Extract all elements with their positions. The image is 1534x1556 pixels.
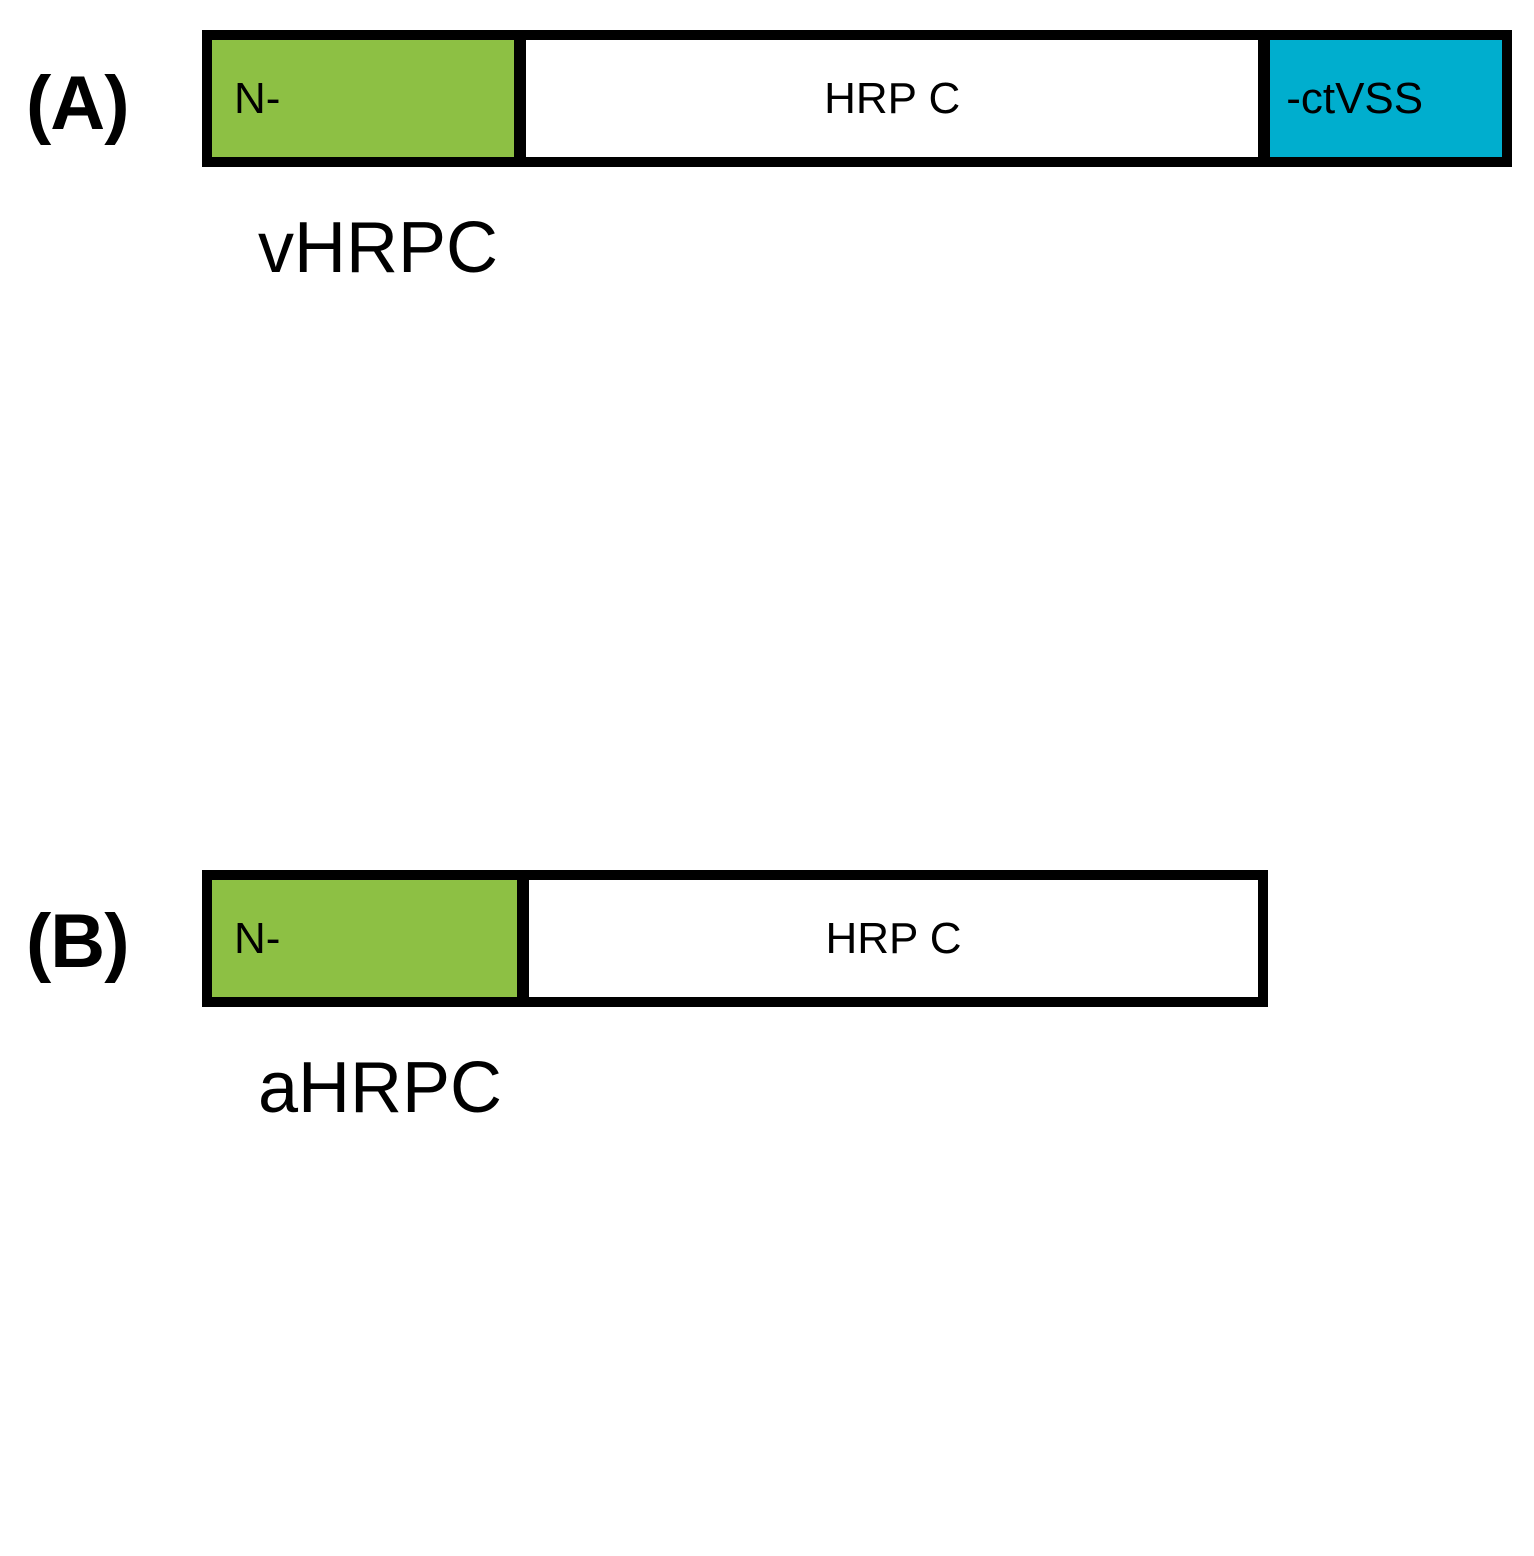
panel-letter-b: (B) (26, 899, 130, 984)
segment-n-terminal-signal: N- (212, 40, 515, 157)
panel-b: (B) N- HRP C aHRPC (0, 420, 1534, 1124)
panel-letter-a: (A) (26, 61, 130, 146)
segment-label-hrp-c: HRP C (825, 913, 962, 963)
segment-label-hrp-c: HRP C (824, 73, 961, 123)
construct-name-vhrpc: vHRPC (258, 208, 499, 288)
segment-ctvss-tag: -ctVSS (1270, 40, 1502, 157)
panel-d: (D) ERH- HRP C -KDEL erhHRPC (0, 1270, 1534, 1556)
segment-n-terminal-signal: N- (212, 880, 517, 997)
segment-label-n-terminal: N- (234, 73, 281, 123)
panel-c: (C) CTP- HRP C ctpHRPC (0, 840, 1534, 1270)
construct-name-ahrpc: aHRPC (258, 1048, 503, 1128)
segment-label-ctvss: -ctVSS (1286, 73, 1424, 123)
segment-hrp-c-core: HRP C (526, 40, 1259, 157)
segment-hrp-c-core: HRP C (529, 880, 1258, 997)
construct-bar-ahrpc: N- HRP C (202, 870, 1268, 1007)
segment-label-n-terminal: N- (234, 913, 281, 963)
panel-a: (A) N- HRP C -ctVSS vHRPC (0, 0, 1534, 420)
construct-bar-vhrpc: N- HRP C -ctVSS (202, 30, 1512, 167)
